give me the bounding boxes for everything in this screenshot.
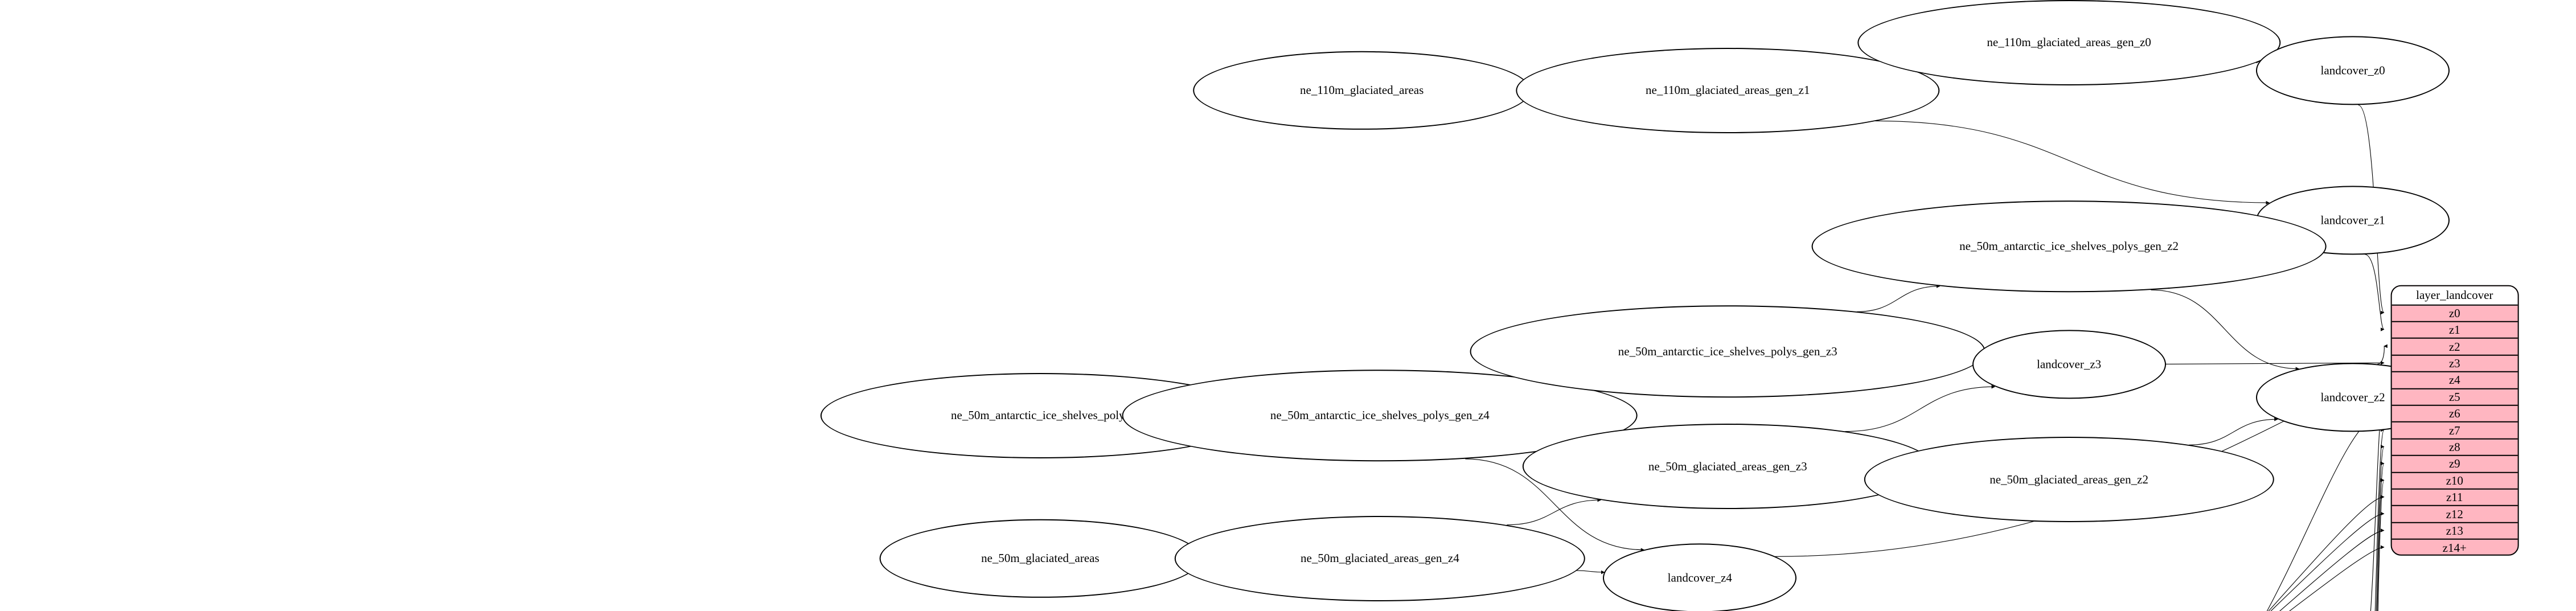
record-row-z3[interactable]: z3 xyxy=(2392,356,2518,372)
record-row-z11[interactable]: z11 xyxy=(2392,490,2518,507)
graph-edge-ne_50m_glaciated_areas_gen_z4-to-landcover_z4 xyxy=(1577,567,1606,578)
record-row-z13[interactable]: z13 xyxy=(2392,523,2518,540)
record-row-z9[interactable]: z9 xyxy=(2392,456,2518,473)
graph-edge-osm_landcover_polygon-to-layer_landcover-z14+ xyxy=(289,542,2385,611)
graph-node-ne_110m_glaciated_areas_gen_z0[interactable]: ne_110m_glaciated_areas_gen_z0 xyxy=(1857,0,2281,85)
graph-edge-landcover_z2-to-layer_landcover-z2 xyxy=(2377,341,2394,364)
graph-edge-ne_50m_glaciated_areas_gen_z3-to-landcover_z3 xyxy=(1845,381,1996,431)
graph-node-label: ne_110m_glaciated_areas_gen_z0 xyxy=(1987,35,2151,50)
graph-edge-osm_landcover_gen_z7-to-layer_landcover-z7 xyxy=(2374,425,2385,611)
graph-edge-ne_50m_antarctic_ice_shelves_polys_gen_z2-to-landcover_z2 xyxy=(2151,290,2300,375)
graph-node-landcover_z3[interactable]: landcover_z3 xyxy=(1972,330,2166,399)
record-node-title: layer_landcover xyxy=(2392,286,2518,306)
graph-node-label: ne_50m_antarctic_ice_shelves_polys_gen_z… xyxy=(1270,408,1490,423)
graph-edge-osm_landcover_gen_z10-to-layer_landcover-z10 xyxy=(2374,475,2385,611)
graph-node-ne_110m_glaciated_areas_gen_z1[interactable]: ne_110m_glaciated_areas_gen_z1 xyxy=(1516,47,1939,133)
graph-edge-ne_50m_glaciated_areas_gen_z2-to-landcover_z2 xyxy=(2189,413,2279,445)
graph-edge-ne_50m_glaciated_areas_gen_z4-to-ne_50m_glaciated_areas_gen_z3 xyxy=(1507,494,1602,525)
graph-edge-ne_50m_antarctic_ice_shelves_polys_gen_z3-to-ne_50m_antarctic_ice_shelves_polys_gen_z2 xyxy=(1857,281,1941,312)
graph-node-label: ne_50m_antarctic_ice_shelves_polys_gen_z… xyxy=(1618,344,1837,358)
graph-node-label: ne_50m_antarctic_ice_shelves_polys xyxy=(950,408,1130,423)
graph-node-label: landcover_z1 xyxy=(2320,212,2385,227)
graph-node-ne_50m_glaciated_areas_gen_z4[interactable]: ne_50m_glaciated_areas_gen_z4 xyxy=(1175,515,1585,601)
graph-node-ne_110m_glaciated_areas[interactable]: ne_110m_glaciated_areas xyxy=(1192,51,1531,130)
record-row-z14+[interactable]: z14+ xyxy=(2442,541,2467,555)
graph-edge-osm_landcover_gen_z9-to-layer_landcover-z9 xyxy=(2374,458,2385,611)
graph-node-label: landcover_z0 xyxy=(2320,63,2385,77)
graph-node-ne_50m_antarctic_ice_shelves_polys_gen_z3[interactable]: ne_50m_antarctic_ice_shelves_polys_gen_z… xyxy=(1470,305,1986,398)
record-row-z6[interactable]: z6 xyxy=(2392,406,2518,423)
graph-node-ne_50m_glaciated_areas_gen_z3[interactable]: ne_50m_glaciated_areas_gen_z3 xyxy=(1523,424,1933,510)
graph-node-label: ne_50m_antarctic_ice_shelves_polys_gen_z… xyxy=(1959,239,2179,253)
record-row-z1[interactable]: z1 xyxy=(2392,322,2518,339)
graph-node-label: ne_50m_glaciated_areas_gen_z2 xyxy=(1990,472,2148,486)
graph-node-label: landcover_z2 xyxy=(2320,390,2385,404)
graph-node-landcover_z0[interactable]: landcover_z0 xyxy=(2256,36,2450,105)
graph-node-label: ne_50m_glaciated_areas_gen_z4 xyxy=(1301,551,1459,565)
record-row-z4[interactable]: z4 xyxy=(2392,372,2518,389)
record-row-z2[interactable]: z2 xyxy=(2392,339,2518,356)
graph-node-label: landcover_z3 xyxy=(2037,357,2102,371)
record-row-z0[interactable]: z0 xyxy=(2392,305,2518,322)
record-row-z8[interactable]: z8 xyxy=(2392,440,2518,456)
graph-edge-osm_landcover_gen_z13-to-layer_landcover-z13 xyxy=(639,525,2385,611)
graph-node-ne_50m_antarctic_ice_shelves_polys_gen_z2[interactable]: ne_50m_antarctic_ice_shelves_polys_gen_z… xyxy=(1811,200,2327,293)
record-row-z10[interactable]: z10 xyxy=(2392,473,2518,490)
graph-edge-landcover_z1-to-layer_landcover-z1 xyxy=(2365,255,2385,335)
record-row-z7[interactable]: z7 xyxy=(2392,423,2518,440)
graph-node-ne_50m_glaciated_areas[interactable]: ne_50m_glaciated_areas xyxy=(879,519,1201,598)
record-row-z12[interactable]: z12 xyxy=(2392,506,2518,523)
graph-node-label: ne_110m_glaciated_areas_gen_z1 xyxy=(1646,83,1810,97)
graph-node-label: ne_50m_glaciated_areas_gen_z3 xyxy=(1648,459,1807,473)
graph-node-label: landcover_z4 xyxy=(1667,571,1732,585)
graph-edge-osm_landcover_gen_z12-to-layer_landcover-z12 xyxy=(856,508,2385,611)
graph-edge-osm_landcover_gen_z11-to-layer_landcover-z11 xyxy=(1101,491,2385,611)
graph-node-label: ne_110m_glaciated_areas xyxy=(1300,83,1424,97)
graph-node-label: ne_50m_glaciated_areas xyxy=(981,551,1100,565)
graph-node-landcover_z4[interactable]: landcover_z4 xyxy=(1603,543,1797,611)
record-row-z5[interactable]: z5 xyxy=(2392,389,2518,406)
graph-edge-ne_110m_glaciated_areas_gen_z1-to-landcover_z1 xyxy=(1875,121,2271,208)
graph-node-ne_50m_glaciated_areas_gen_z2[interactable]: ne_50m_glaciated_areas_gen_z2 xyxy=(1864,437,2274,523)
graph-edge-landcover_z6-to-layer_landcover-z6 xyxy=(2097,408,2385,611)
graph-edge-ne_50m_antarctic_ice_shelves_polys_gen_z4-to-landcover_z4 xyxy=(1465,459,1646,556)
